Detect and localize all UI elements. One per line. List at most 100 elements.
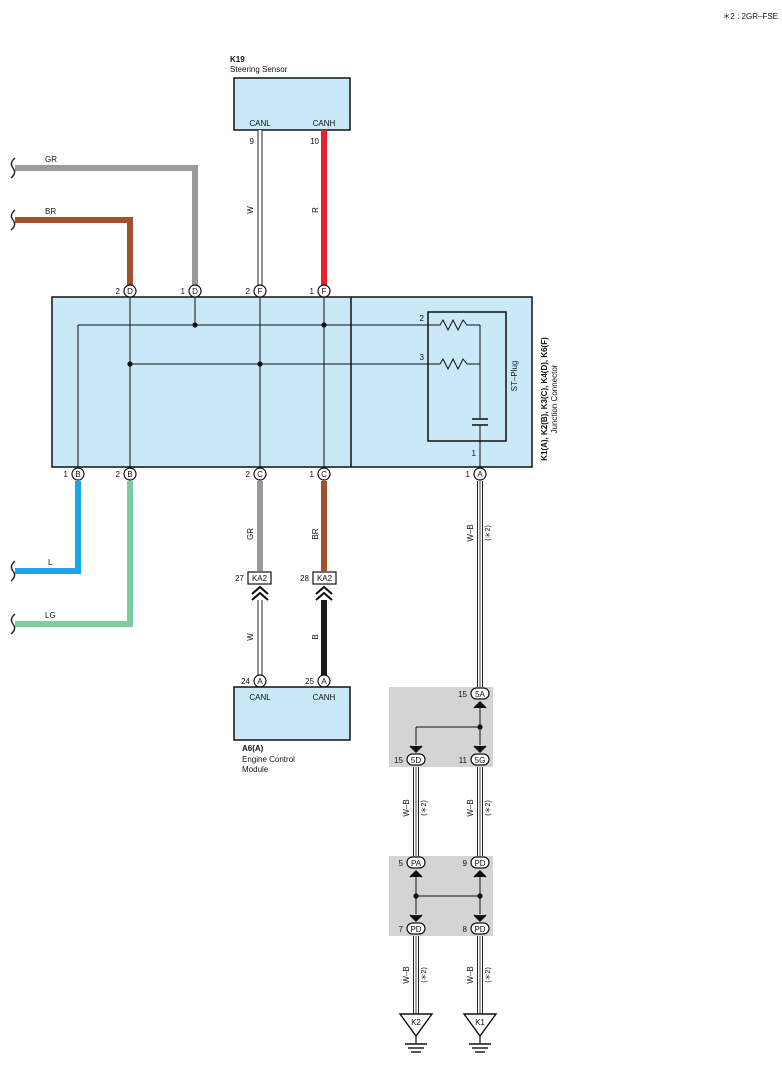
svg-text:1: 1 [310, 470, 315, 479]
wire-l [15, 481, 81, 574]
svg-text:C: C [257, 470, 263, 479]
steering-canl-label: CANL [249, 119, 271, 128]
junction-top-pin-d1[interactable]: D 1 [181, 284, 202, 298]
j2-in-right-chevron [473, 869, 487, 878]
ecm-name-2: Module [242, 765, 269, 774]
svg-text:PD: PD [410, 925, 421, 934]
note-text: ＊2 : 2GR–FSE [722, 12, 778, 21]
steering-sensor-box[interactable] [233, 77, 351, 131]
j2-dot-right [477, 893, 483, 899]
j1-pin-5a[interactable]: 5A 15 [458, 687, 490, 700]
junction-ids: K1(A), K2(B), K3(C), K4(D), K6(F) [540, 337, 549, 461]
wire-wb-gr-star: (＊2) [485, 967, 492, 983]
j2-in-left-chevron [409, 869, 423, 878]
svg-text:5: 5 [399, 859, 404, 868]
wire-wb-gr-label: W–B [466, 966, 475, 983]
junction-bottom-pin-a1[interactable]: A 1 [466, 467, 487, 481]
junction-top-pin-d2[interactable]: D 2 [116, 284, 137, 298]
st-plug-pin-2: 2 [420, 314, 425, 323]
svg-text:1: 1 [310, 287, 315, 296]
j2-pin-pa[interactable]: PA 5 [399, 856, 426, 869]
ecm-pin-25[interactable]: A 25 [305, 674, 331, 688]
svg-text:D: D [127, 287, 133, 296]
wire-b-label: B [311, 634, 320, 639]
ka2-left-box[interactable] [247, 571, 272, 585]
st-plug-label: ST–Plug [510, 361, 519, 392]
wire-wb-mid-right-star: (＊2) [485, 800, 492, 816]
svg-text:25: 25 [305, 677, 314, 686]
ecm-box[interactable] [233, 686, 351, 741]
steering-sensor-name: Steering Sensor [230, 65, 288, 74]
svg-text:1: 1 [64, 470, 69, 479]
st-plug-circuit [430, 318, 488, 467]
st-plug-pin-3: 3 [420, 353, 425, 362]
steering-pin-9: 9 [250, 137, 255, 146]
svg-text:D: D [192, 287, 198, 296]
wire-wb-gl-label: W–B [402, 966, 411, 983]
wire-wb-gl-star: (＊2) [421, 967, 428, 983]
junction-bottom-pin-c2[interactable]: C 2 [246, 467, 267, 481]
svg-text:A: A [477, 470, 483, 479]
svg-text:9: 9 [463, 859, 468, 868]
j1-pin-5d[interactable]: 5D 15 [394, 753, 426, 766]
wire-l-label: L [48, 558, 53, 567]
svg-text:K1: K1 [475, 1018, 485, 1027]
steering-sensor-id: K19 [230, 55, 245, 64]
wire-lg [15, 481, 133, 627]
j2-dot-left [413, 893, 419, 899]
svg-text:2: 2 [116, 470, 121, 479]
ka2-left-chevron [251, 585, 269, 601]
ecm-pin-24[interactable]: A 24 [241, 674, 267, 688]
junction-bottom-pin-b1[interactable]: B 1 [64, 467, 85, 481]
svg-text:5G: 5G [475, 756, 486, 765]
svg-text:PA: PA [411, 859, 422, 868]
j2-out-right-chevron [473, 914, 487, 923]
svg-text:F: F [258, 287, 263, 296]
junction-top-pin-f2[interactable]: F 2 [246, 284, 267, 298]
ground-k2[interactable]: K2 [398, 1013, 434, 1053]
break-mark-l [10, 560, 16, 582]
j2-pin-pd-bottom-right[interactable]: PD 8 [463, 922, 490, 935]
svg-text:5D: 5D [411, 756, 421, 765]
svg-text:7: 7 [399, 925, 404, 934]
break-mark-lg [10, 613, 16, 635]
wire-wb-mid-right-label: W–B [466, 799, 475, 816]
svg-text:5A: 5A [475, 690, 485, 699]
ka2-left-label: KA2 [252, 574, 268, 583]
ecm-name-1: Engine Control [242, 755, 295, 764]
wire-br-top [15, 217, 133, 285]
junction-bottom-pin-c1[interactable]: C 1 [310, 467, 331, 481]
svg-text:1: 1 [181, 287, 186, 296]
ecm-id: A6(A) [242, 744, 264, 753]
j2-pin-pd-bottom-left[interactable]: PD 7 [399, 922, 426, 935]
junction-dots [127, 322, 327, 367]
wire-wb-main-star: (＊2) [485, 525, 492, 541]
junction-top-pin-f1[interactable]: F 1 [310, 284, 331, 298]
svg-text:B: B [127, 470, 132, 479]
wire-gr-top [15, 165, 198, 285]
svg-text:11: 11 [459, 756, 468, 765]
ka2-right-num: 28 [300, 574, 309, 583]
wire-w-lower-label: W [246, 633, 255, 641]
junction-internal-wiring [77, 297, 430, 467]
j1-pin-5g[interactable]: 5G 11 [459, 753, 490, 766]
j2-out-left-chevron [409, 914, 423, 923]
break-mark-gr [10, 157, 16, 179]
svg-text:C: C [321, 470, 327, 479]
svg-text:A: A [321, 677, 327, 686]
j1-dot [477, 724, 483, 730]
steering-canh-label: CANH [313, 119, 336, 128]
ground-k1[interactable]: K1 [462, 1013, 498, 1053]
j1-in-chevron [473, 700, 487, 709]
ka2-right-box[interactable] [312, 571, 337, 585]
ecm-canh-label: CANH [313, 693, 336, 702]
j2-pin-pd-top[interactable]: PD 9 [463, 856, 490, 869]
wire-lg-label: LG [45, 611, 56, 620]
wire-wb-mid-left-star: (＊2) [421, 800, 428, 816]
break-mark-br [10, 209, 16, 231]
junction-bottom-pin-b2[interactable]: B 2 [116, 467, 137, 481]
st-plug-box [427, 311, 507, 442]
ka2-right-chevron [315, 585, 333, 601]
wire-wb-mid-left-label: W–B [402, 799, 411, 816]
